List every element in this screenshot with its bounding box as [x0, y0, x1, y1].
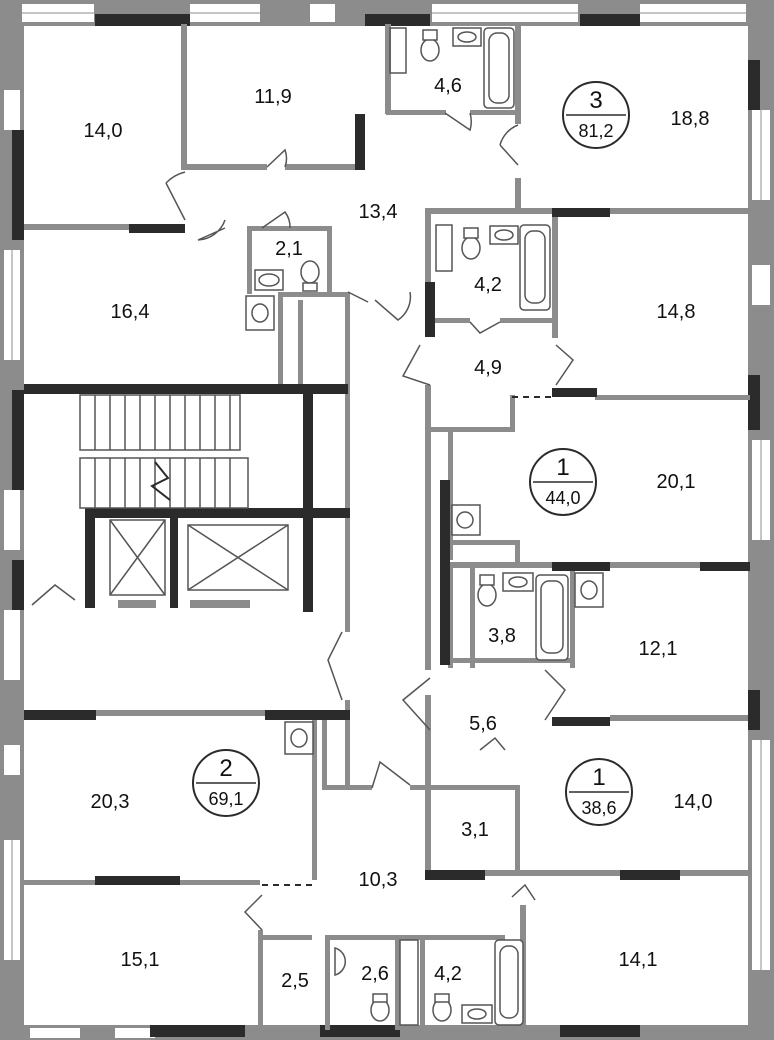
room-area-label: 14,8	[657, 301, 696, 323]
room-area-label: 18,8	[671, 108, 710, 130]
apartment-badge: 3 81,2	[562, 81, 630, 149]
apartment-rooms: 1	[556, 454, 569, 481]
room-area-label: 14,0	[674, 791, 713, 813]
room-area-label: 20,1	[657, 471, 696, 493]
apartment-rooms: 1	[592, 764, 605, 791]
room-area-label: 5,6	[469, 713, 497, 735]
windows	[4, 4, 770, 1038]
apartment-total-area: 44,0	[545, 488, 580, 508]
room-area-label: 14,0	[84, 120, 123, 142]
room-area-label: 2,6	[361, 963, 389, 985]
room-area-label: 4,6	[434, 75, 462, 97]
elevators	[109, 519, 289, 608]
room-area-label: 15,1	[121, 949, 160, 971]
apartment-total-area: 81,2	[578, 121, 613, 141]
room-area-label: 12,1	[639, 638, 678, 660]
room-area-label: 10,3	[359, 869, 398, 891]
room-area-label: 3,8	[488, 625, 516, 647]
doors	[31, 112, 574, 931]
room-labels: 14,0 11,9 4,6 18,8 13,4 2,1 16,4 4,2 14,…	[84, 75, 713, 992]
room-area-label: 14,1	[619, 949, 658, 971]
apartment-rooms: 2	[219, 755, 232, 782]
room-area-label: 13,4	[359, 201, 398, 223]
room-area-label: 11,9	[254, 86, 291, 108]
room-area-label: 4,2	[474, 274, 502, 296]
room-area-label: 4,2	[434, 963, 462, 985]
room-area-label: 2,5	[281, 970, 309, 992]
room-area-label: 2,1	[275, 238, 303, 260]
apartment-total-area: 38,6	[581, 798, 616, 818]
room-area-label: 4,9	[474, 357, 502, 379]
staircase	[79, 394, 249, 509]
room-area-label: 3,1	[461, 819, 489, 841]
room-area-label: 20,3	[91, 791, 130, 813]
apartment-badge: 1 38,6	[565, 758, 633, 826]
dark-walls	[24, 114, 750, 885]
open-partitions	[262, 396, 552, 886]
apartment-badge: 2 69,1	[192, 749, 260, 817]
bathroom-fixtures	[245, 27, 604, 1026]
apartment-badge: 1 44,0	[529, 448, 597, 516]
interior-walls	[24, 24, 750, 1030]
apartment-total-area: 69,1	[208, 789, 243, 809]
apartment-rooms: 3	[589, 87, 602, 114]
room-area-label: 16,4	[111, 301, 150, 323]
outer-dark-accents	[12, 14, 760, 1037]
